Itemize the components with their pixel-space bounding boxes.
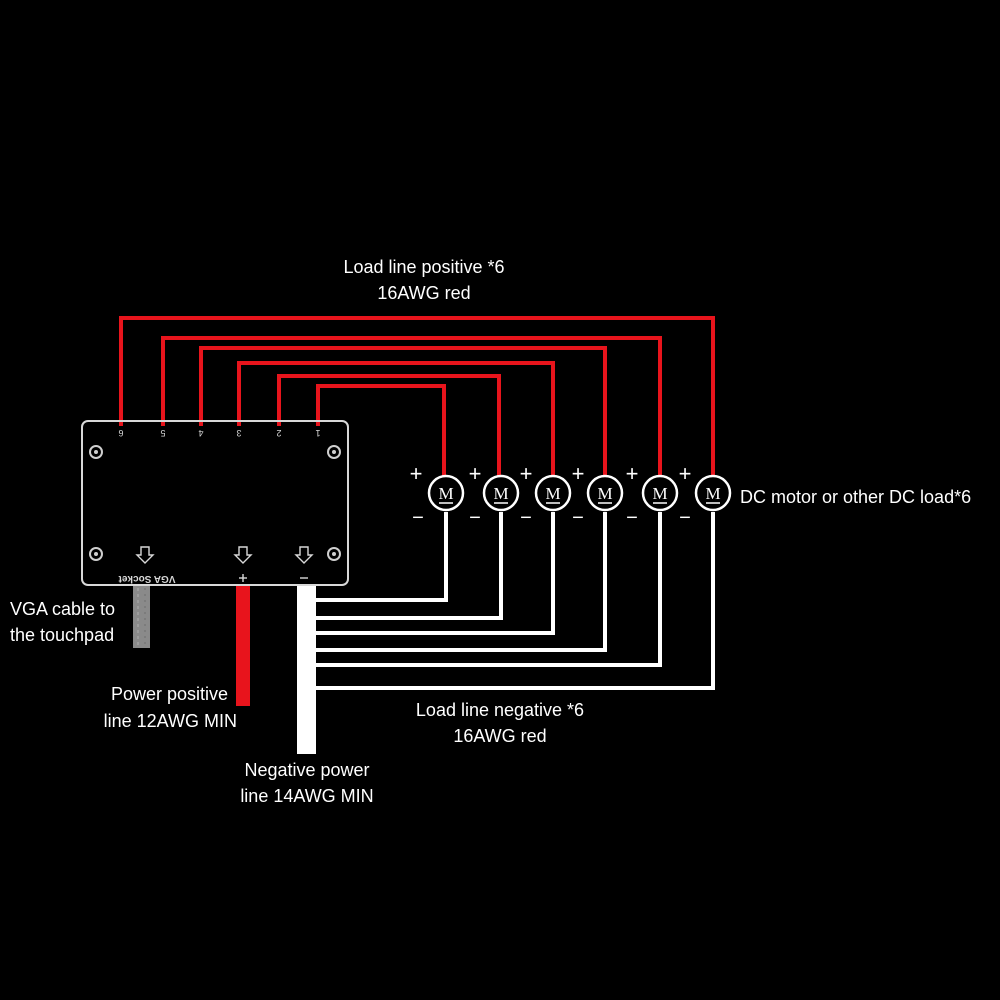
motor-4-minus: − [572,507,584,529]
motor-2-plus: + [469,461,482,486]
power-negative-label: Negative power [244,760,369,780]
motor-6: M + − [679,461,732,529]
negative-wire-3 [314,512,555,635]
positive-wire-2 [277,374,501,478]
motor-5-symbol: M [652,484,667,503]
motor-6-plus: + [679,461,692,486]
motor-5-plus: + [626,461,639,486]
power-positive-arrow-icon [233,546,253,564]
positive-wire-4 [199,346,607,478]
motor-5-minus: − [626,507,638,529]
motor-2-symbol: M [493,484,508,503]
motor-2-body [482,474,520,512]
vga-port-arrow-icon [135,546,155,564]
positive-wire-6 [119,316,715,478]
motor-label: DC motor or other DC load*6 [740,487,971,507]
motor-4-symbol: M [597,484,612,503]
motor-3-plus: + [520,461,533,486]
negative-line-gauge-label: 16AWG red [453,726,546,746]
motor-5-body [641,474,679,512]
motor-4-body [586,474,624,512]
motor-1: M + − [410,461,465,529]
motor-3: M + − [520,461,572,529]
motor-1-symbol: M [438,484,453,503]
terminal-number-5: 5 [160,428,165,438]
positive-wire-5 [161,336,662,478]
power-negative-gauge-label: line 14AWG MIN [240,786,373,806]
power-negative-arrow-icon [294,546,314,564]
terminal-number-3: 3 [236,428,241,438]
motor-2: M + − [469,461,520,529]
vga-cable [133,586,150,648]
positive-line-label: Load line positive *6 [343,257,504,277]
terminal-number-4: 4 [198,428,203,438]
positive-wire-3 [237,361,555,478]
mounting-hole-bottom-left [89,547,103,561]
negative-wire-2 [314,512,503,620]
motor-3-body [534,474,572,512]
motor-4-plus: + [572,461,585,486]
motor-2-minus: − [469,507,481,529]
mounting-hole-top-left [89,445,103,459]
vga-socket-label: VGA Socket [118,573,176,584]
motor-6-minus: − [679,507,691,529]
negative-wire-4 [314,512,607,652]
motor-1-body [427,474,465,512]
controller-box: 6 5 4 3 2 1 VGA Socket [81,420,349,586]
motor-5: M + − [626,461,679,529]
negative-line-label: Load line negative *6 [416,700,584,720]
mounting-hole-top-right [327,445,341,459]
power-positive-label: Power positive [111,684,228,704]
negative-load-wires [314,512,715,690]
motor-6-body [694,474,732,512]
terminal-number-1: 1 [315,428,320,438]
positive-load-wires [119,316,715,478]
negative-wire-1 [314,512,448,602]
terminal-number-6: 6 [118,428,123,438]
motor-1-minus: − [412,507,424,529]
motor-3-minus: − [520,507,532,529]
motor-group: M + − M + − M + − M + − M [410,461,732,529]
negative-wire-6 [314,512,715,690]
power-positive-symbol [239,574,247,582]
vga-cable-label-line2: the touchpad [10,625,114,645]
negative-wire-5 [314,512,662,667]
power-positive-cable [236,586,250,706]
mounting-hole-bottom-right [327,547,341,561]
terminal-number-2: 2 [276,428,281,438]
vga-cable-label: VGA cable to [10,599,115,619]
motor-6-symbol: M [705,484,720,503]
positive-line-gauge-label: 16AWG red [377,283,470,303]
motor-1-plus: + [410,461,423,486]
motor-4: M + − [572,461,624,529]
power-positive-gauge-label: line 12AWG MIN [104,711,237,731]
power-negative-cable [297,586,316,754]
motor-3-symbol: M [545,484,560,503]
positive-wire-1 [316,384,446,478]
